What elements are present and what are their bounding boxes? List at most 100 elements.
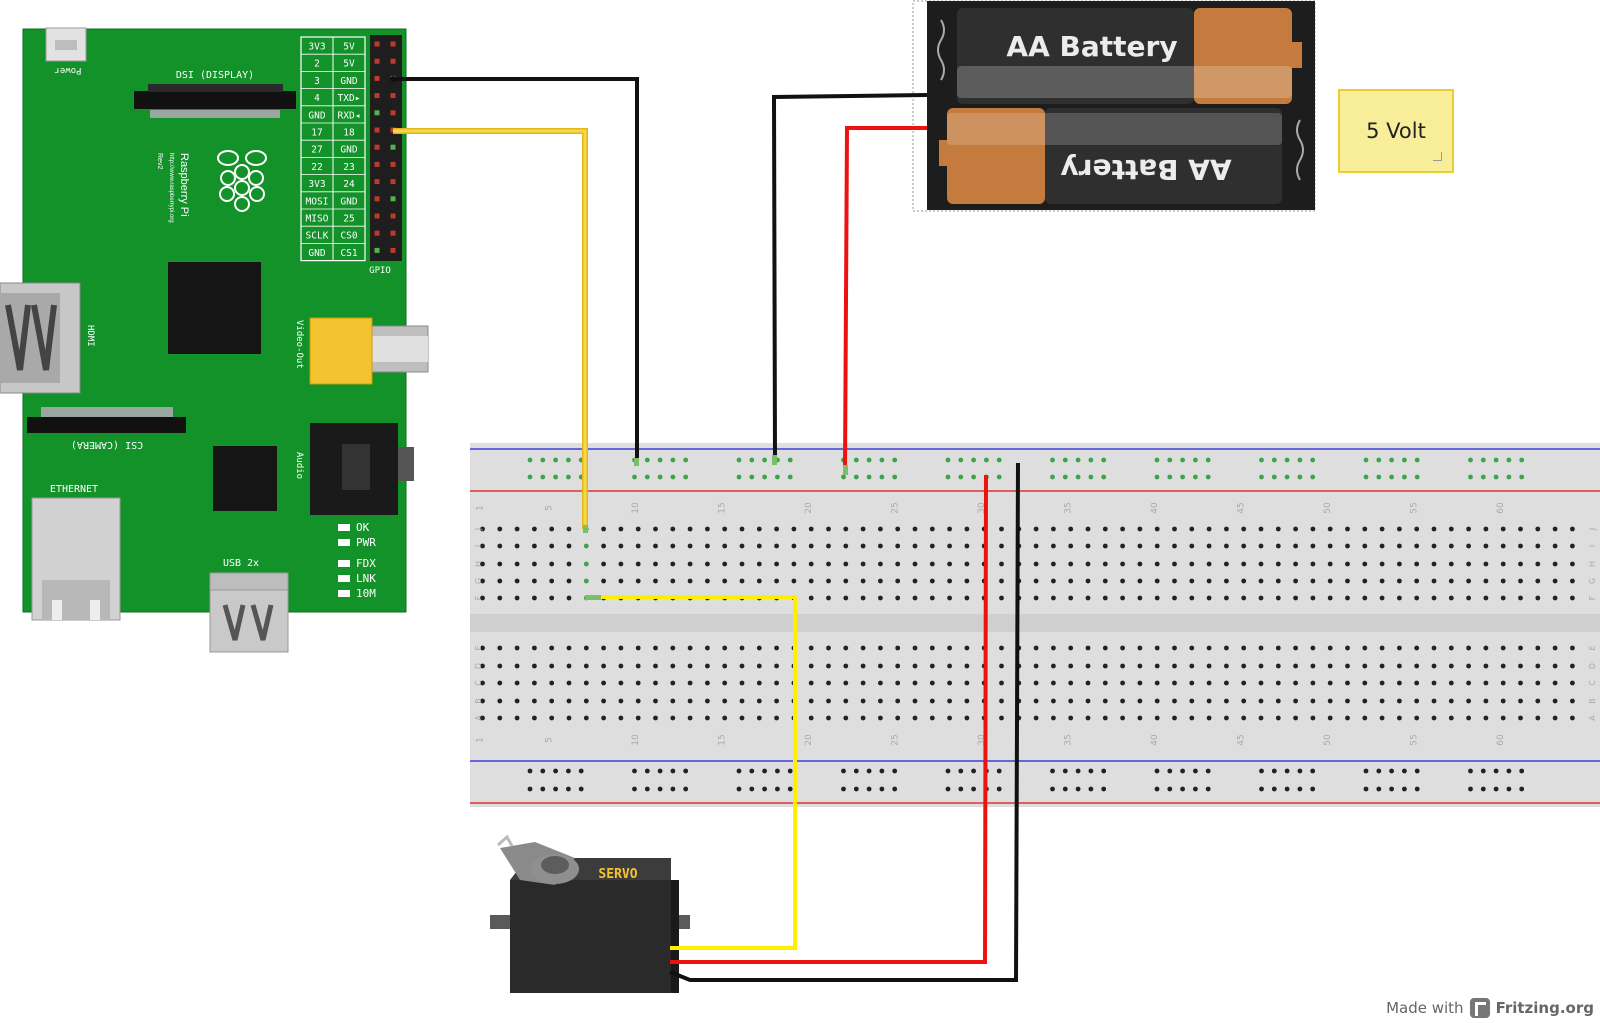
breadboard-hole[interactable]	[1397, 645, 1402, 651]
breadboard-hole[interactable]	[1466, 595, 1471, 601]
breadboard-hole[interactable]	[1345, 645, 1350, 651]
breadboard-hole[interactable]	[1518, 561, 1523, 567]
breadboard-hole[interactable]	[826, 698, 831, 704]
breadboard-hole[interactable]	[1033, 543, 1039, 549]
breadboard-hole[interactable]	[722, 645, 728, 651]
breadboard-hole[interactable]	[1241, 543, 1247, 549]
breadboard-hole[interactable]	[514, 663, 520, 669]
breadboard-hole[interactable]	[1362, 645, 1368, 651]
breadboard-hole[interactable]	[1310, 698, 1316, 704]
rail-hole[interactable]	[1180, 786, 1185, 792]
breadboard-hole[interactable]	[1293, 561, 1298, 567]
breadboard-hole[interactable]	[1552, 645, 1558, 651]
breadboard-hole[interactable]	[1241, 578, 1247, 584]
rail-hole[interactable]	[683, 768, 689, 774]
rail-hole[interactable]	[1402, 768, 1407, 774]
breadboard-hole[interactable]	[566, 715, 572, 721]
breadboard-hole[interactable]	[1120, 715, 1125, 721]
rail-hole[interactable]	[1088, 474, 1094, 480]
rail-hole[interactable]	[644, 786, 650, 792]
note-5-volt[interactable]: 5 Volt	[1338, 89, 1454, 173]
rail-hole[interactable]	[1363, 786, 1369, 792]
breadboard-hole[interactable]	[1345, 680, 1350, 686]
breadboard-hole[interactable]	[1431, 543, 1437, 549]
breadboard-hole[interactable]	[1051, 645, 1056, 651]
breadboard-hole[interactable]	[549, 595, 555, 601]
rail-hole[interactable]	[996, 768, 1002, 774]
breadboard-hole[interactable]	[480, 526, 485, 532]
rail-hole[interactable]	[1167, 768, 1173, 774]
gpio-pin[interactable]	[374, 213, 380, 219]
breadboard-hole[interactable]	[1518, 578, 1523, 584]
breadboard-hole[interactable]	[1310, 595, 1316, 601]
breadboard-hole[interactable]	[1102, 698, 1108, 704]
rail-hole[interactable]	[670, 474, 676, 480]
rail-hole[interactable]	[1480, 457, 1486, 463]
breadboard-hole[interactable]	[1137, 578, 1143, 584]
breadboard-hole[interactable]	[739, 561, 745, 567]
breadboard-hole[interactable]	[601, 645, 606, 651]
rail-hole[interactable]	[996, 474, 1002, 480]
breadboard-hole[interactable]	[1466, 645, 1471, 651]
rail-hole[interactable]	[1154, 457, 1160, 463]
rail-hole[interactable]	[971, 786, 976, 792]
rail-hole[interactable]	[1193, 768, 1198, 774]
breadboard-hole[interactable]	[722, 663, 728, 669]
breadboard-hole[interactable]	[1327, 680, 1333, 686]
breadboard-hole[interactable]	[739, 663, 745, 669]
breadboard-hole[interactable]	[1275, 698, 1281, 704]
rail-hole[interactable]	[775, 768, 780, 774]
rail-hole[interactable]	[1259, 474, 1264, 480]
breadboard-hole[interactable]	[635, 645, 641, 651]
rail-hole[interactable]	[841, 768, 846, 774]
rail-hole[interactable]	[1468, 786, 1473, 792]
breadboard-hole[interactable]	[1258, 561, 1264, 567]
rail-hole[interactable]	[1493, 457, 1499, 463]
breadboard-hole[interactable]	[497, 526, 503, 532]
breadboard-hole[interactable]	[1448, 578, 1454, 584]
rail-hole[interactable]	[984, 457, 989, 463]
rail-hole[interactable]	[1193, 786, 1198, 792]
breadboard-hole[interactable]	[1570, 698, 1575, 704]
gpio-pin[interactable]	[374, 127, 380, 133]
breadboard-hole[interactable]	[583, 680, 589, 686]
breadboard-hole[interactable]	[722, 680, 728, 686]
rail-hole[interactable]	[958, 768, 964, 774]
breadboard-hole[interactable]	[722, 715, 728, 721]
breadboard-hole[interactable]	[566, 680, 572, 686]
breadboard-hole[interactable]	[1327, 526, 1333, 532]
breadboard-hole[interactable]	[670, 663, 676, 669]
breadboard-hole[interactable]	[480, 698, 485, 704]
rail-hole[interactable]	[1088, 457, 1094, 463]
breadboard-hole[interactable]	[1241, 663, 1247, 669]
breadboard-hole[interactable]	[999, 645, 1004, 651]
rail-hole[interactable]	[540, 768, 546, 774]
breadboard-hole[interactable]	[705, 680, 710, 686]
breadboard-hole[interactable]	[1345, 543, 1350, 549]
breadboard-hole[interactable]	[843, 526, 849, 532]
rail-hole[interactable]	[670, 768, 676, 774]
breadboard-hole[interactable]	[1172, 663, 1177, 669]
breadboard-hole[interactable]	[1345, 561, 1350, 567]
breadboard-hole[interactable]	[947, 526, 952, 532]
breadboard-hole[interactable]	[1397, 543, 1402, 549]
breadboard-hole[interactable]	[756, 578, 762, 584]
rail-hole[interactable]	[1414, 786, 1420, 792]
rail-hole[interactable]	[775, 786, 780, 792]
breadboard-hole[interactable]	[653, 715, 658, 721]
breadboard-hole[interactable]	[583, 645, 589, 651]
breadboard-hole[interactable]	[878, 715, 883, 721]
breadboard-hole[interactable]	[1258, 526, 1264, 532]
breadboard-hole[interactable]	[1033, 561, 1039, 567]
wire-servo-signal-yellow[interactable]	[588, 595, 797, 950]
breadboard-hole[interactable]	[1189, 561, 1195, 567]
breadboard-hole[interactable]	[1466, 543, 1471, 549]
breadboard-hole[interactable]	[843, 663, 849, 669]
breadboard-hole[interactable]	[947, 561, 952, 567]
rail-hole[interactable]	[1389, 457, 1394, 463]
breadboard-hole[interactable]	[912, 543, 918, 549]
gpio-pin[interactable]	[390, 247, 396, 253]
breadboard-hole[interactable]	[929, 526, 935, 532]
breadboard-hole[interactable]	[1224, 543, 1229, 549]
breadboard-hole[interactable]	[860, 645, 866, 651]
